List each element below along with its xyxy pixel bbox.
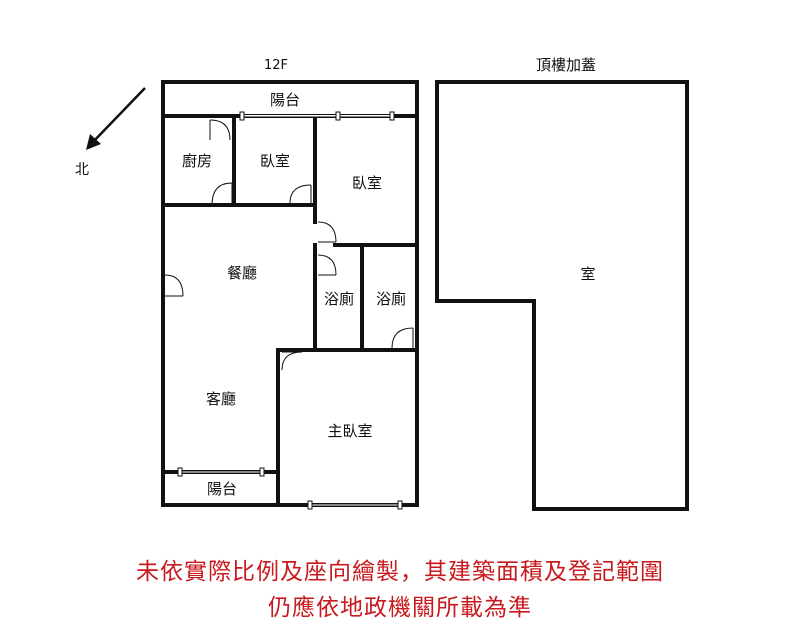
room-bedroom-small: 臥室: [260, 152, 290, 170]
roof-room-outline: [435, 80, 689, 511]
floor-plan: 北 12F 頂樓加蓋: [75, 56, 689, 511]
north-label: 北: [75, 162, 89, 178]
room-dining: 餐廳: [227, 264, 257, 282]
room-bath-1: 浴廁: [324, 290, 354, 308]
disclaimer-line-1: 未依實際比例及座向繪製，其建築面積及登記範圍: [136, 559, 664, 585]
room-bedroom: 臥室: [352, 174, 382, 192]
room-roof: 室: [580, 265, 595, 283]
room-kitchen: 廚房: [182, 152, 212, 170]
window-markers: [177, 111, 403, 510]
floor-label: 12F: [264, 58, 288, 73]
door-swings: [164, 119, 414, 371]
north-arrow-icon: [86, 87, 146, 150]
roof-label: 頂樓加蓋: [536, 56, 596, 74]
room-top-balcony: 陽台: [270, 91, 300, 109]
room-bath-2: 浴廁: [376, 290, 406, 308]
room-bottom-balcony: 陽台: [207, 480, 237, 498]
room-master-bedroom: 主臥室: [327, 422, 372, 440]
room-living: 客廳: [206, 390, 236, 408]
disclaimer-line-2: 仍應依地政機關所載為準: [268, 595, 532, 621]
